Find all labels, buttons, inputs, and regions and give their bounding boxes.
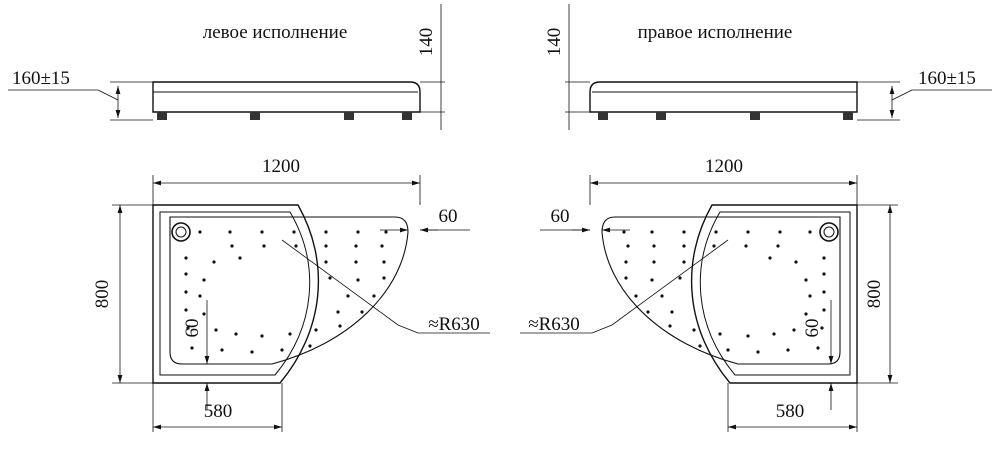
left-width-dim: 1200 [262, 156, 300, 177]
right-side-height: 140 [544, 28, 565, 57]
left-side-view [8, 4, 445, 130]
left-side-height: 140 [416, 28, 437, 57]
right-radius-dim: ≈R630 [528, 314, 580, 335]
right-depth-dim: 800 [864, 280, 885, 309]
left-leg-height: 160±15 [12, 68, 70, 89]
leg [750, 112, 760, 120]
leg [402, 112, 412, 120]
left-rim-right-dim: 60 [439, 206, 458, 227]
left-legs [157, 112, 412, 120]
left-drain-dots [184, 230, 388, 354]
right-rim-bottom-dim: 60 [802, 319, 823, 338]
right-straight-dim: 580 [776, 401, 805, 422]
right-width-dim: 1200 [705, 156, 743, 177]
leg [656, 112, 666, 120]
left-caption: левое исполнение [203, 22, 348, 43]
right-caption: правое исполнение [638, 22, 793, 43]
right-legs [598, 112, 853, 120]
left-radius-dim: ≈R630 [428, 314, 480, 335]
left-dimensions [112, 175, 490, 432]
right-side-view [565, 4, 992, 130]
leg [344, 112, 354, 120]
leg [598, 112, 608, 120]
right-drain-dots [622, 230, 826, 354]
leg [843, 112, 853, 120]
left-plan-view [152, 204, 409, 384]
leg [157, 112, 167, 120]
left-depth-dim: 800 [92, 280, 113, 309]
left-rim-bottom-dim: 60 [182, 319, 203, 338]
right-rim-left-dim: 60 [551, 206, 570, 227]
left-variant: левое исполнение 140 160±15 [8, 4, 490, 432]
right-variant: правое исполнение 140 160±15 [520, 4, 992, 432]
right-plan-view [601, 204, 858, 384]
right-dimensions [520, 175, 898, 432]
left-straight-dim: 580 [204, 401, 233, 422]
right-leg-height: 160±15 [918, 68, 976, 89]
leg [250, 112, 260, 120]
